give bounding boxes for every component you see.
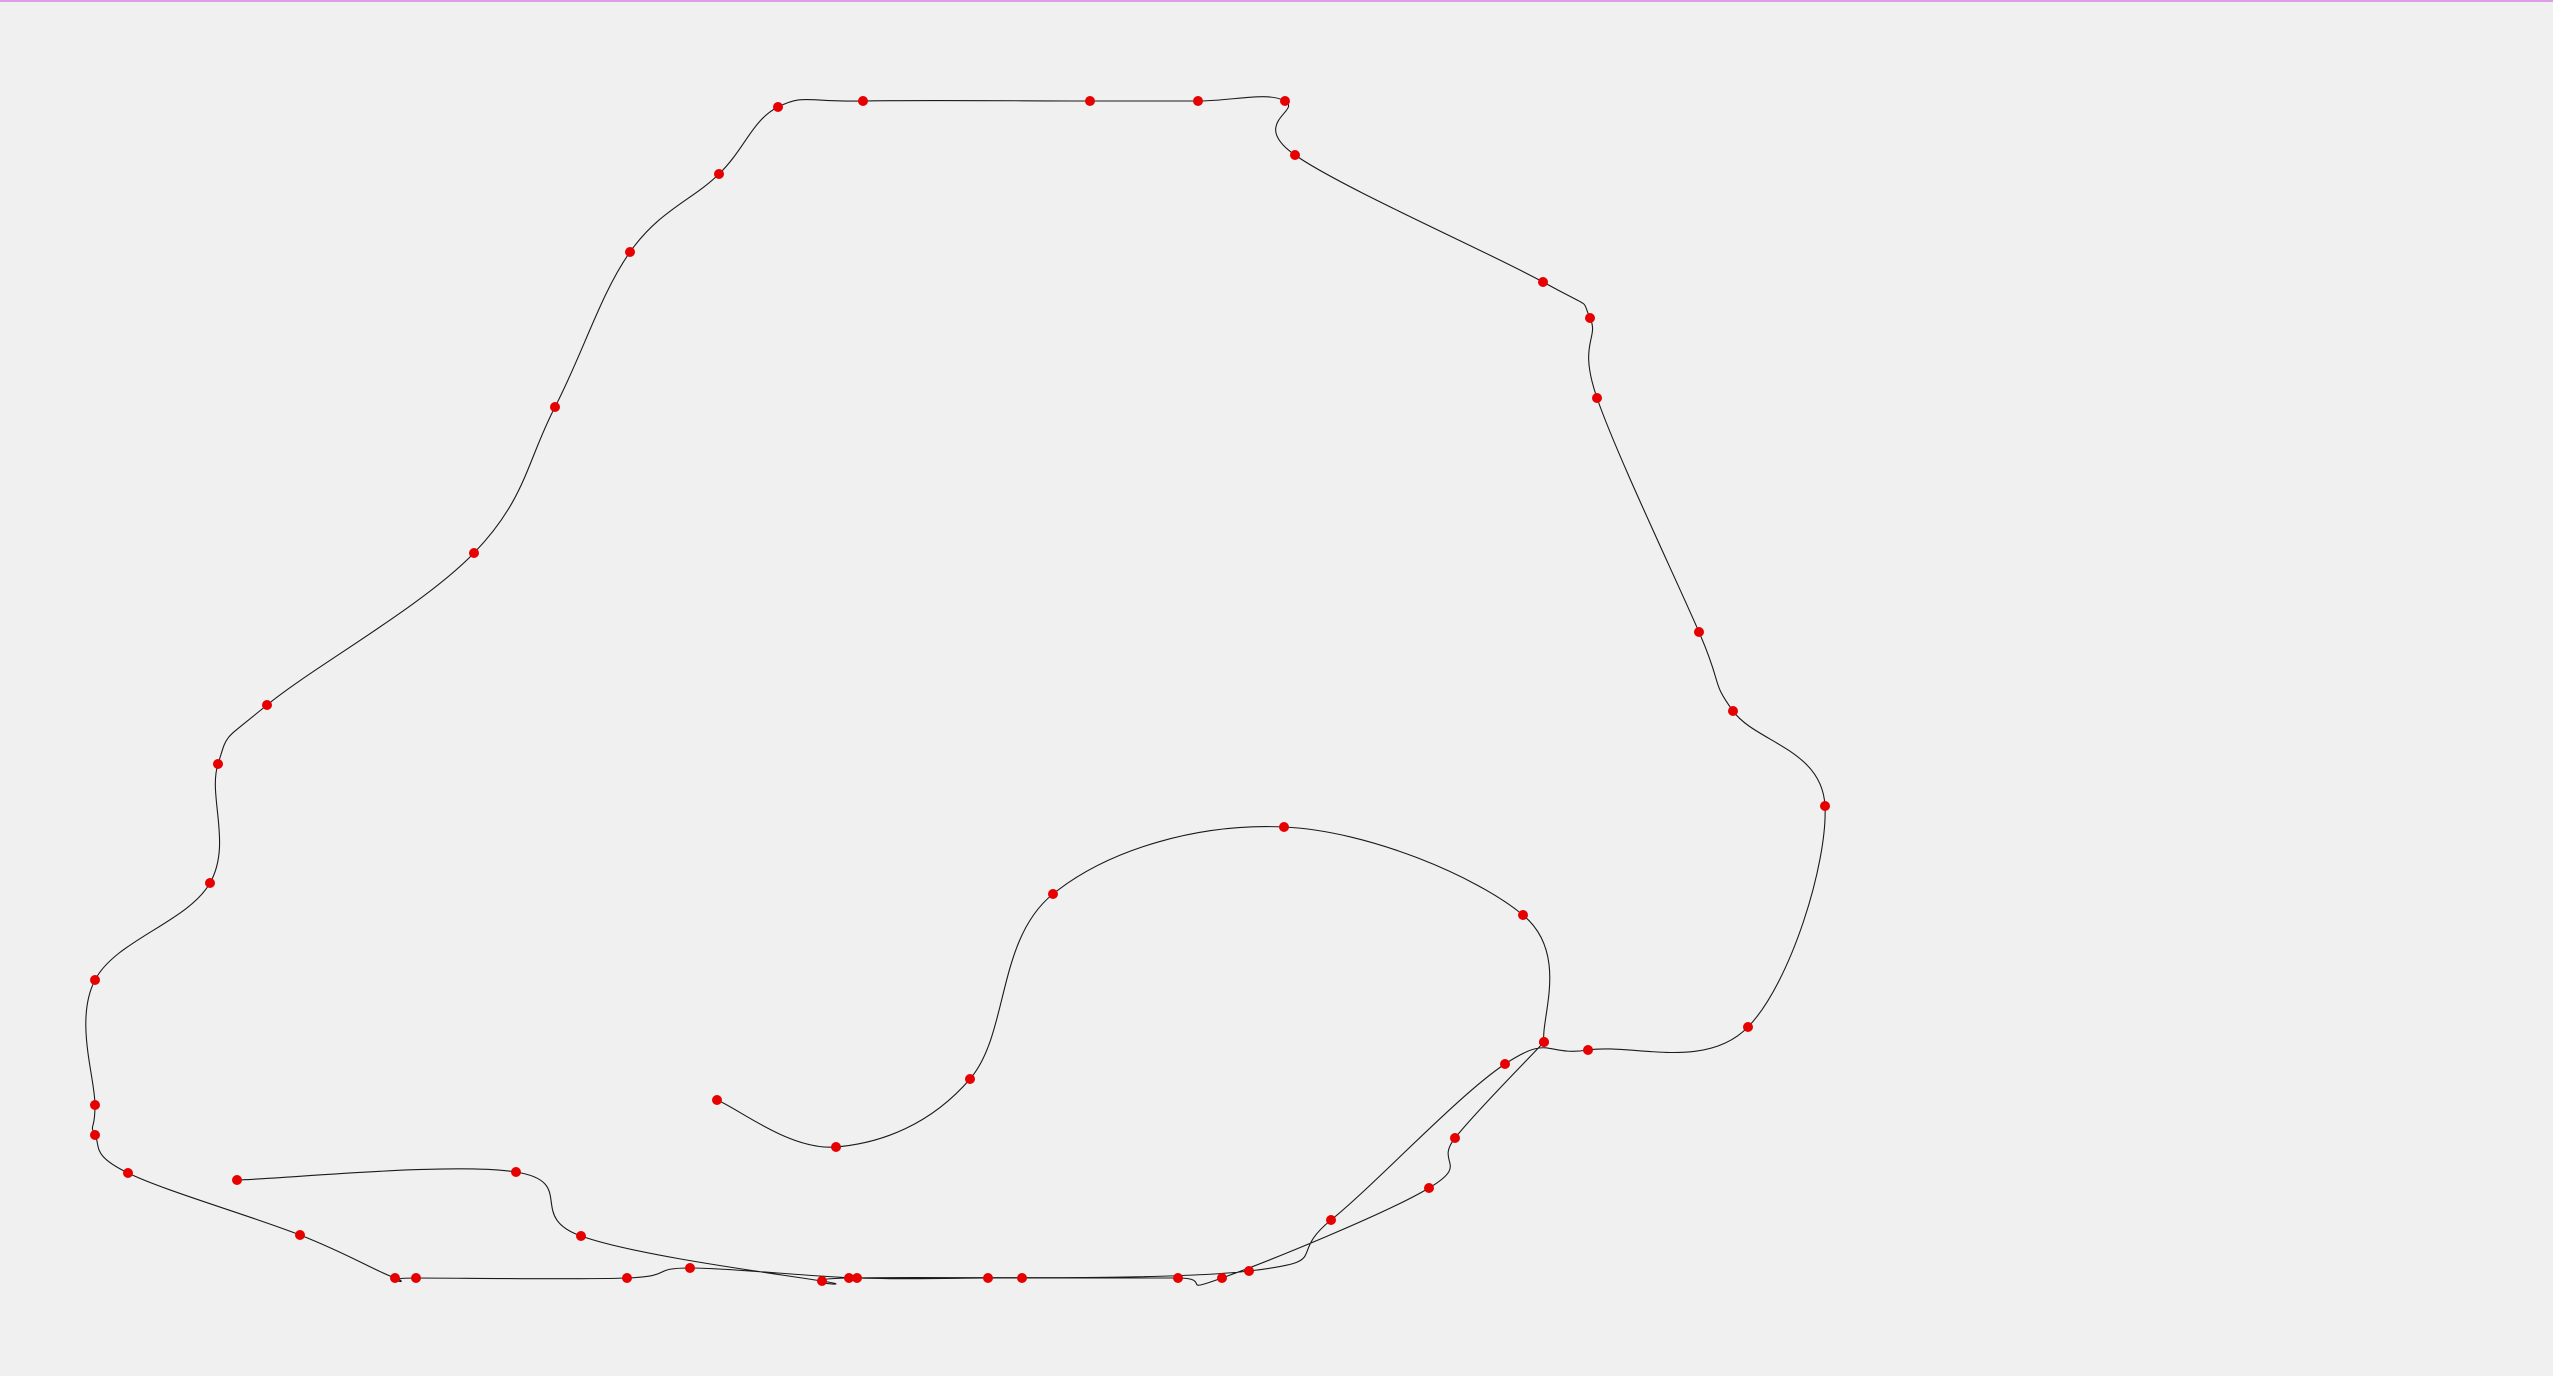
inner-spiral-curve-control-point[interactable] [831,1142,841,1152]
inner-spiral-curve[interactable] [716,826,1551,1148]
outer-loop-curve-control-point[interactable] [622,1273,632,1283]
outer-loop-curve-control-point[interactable] [685,1263,695,1273]
inner-spiral-curve-control-point[interactable] [1279,822,1289,832]
outer-loop-curve-control-point[interactable] [1085,96,1095,106]
inner-spiral-curve-control-point[interactable] [1539,1037,1549,1047]
outer-loop-curve-control-point[interactable] [90,1130,100,1140]
outer-loop-curve-control-point[interactable] [205,878,215,888]
inner-spiral-curve-control-point[interactable] [965,1074,975,1084]
outer-loop-curve-control-point[interactable] [90,1100,100,1110]
outer-loop-curve-control-point[interactable] [1585,313,1595,323]
outer-loop-curve-control-point[interactable] [1592,393,1602,403]
outer-loop-curve[interactable] [85,96,1826,1286]
curves-layer [85,96,1826,1286]
outer-loop-curve-control-point[interactable] [550,402,560,412]
outer-loop-curve-control-point[interactable] [1820,801,1830,811]
top-border [0,0,2553,2]
outer-loop-curve-control-point[interactable] [123,1168,133,1178]
outer-loop-curve-control-point[interactable] [1728,706,1738,716]
outer-loop-curve-control-point[interactable] [295,1230,305,1240]
outer-loop-curve-control-point[interactable] [983,1273,993,1283]
outer-loop-curve-control-point[interactable] [852,1273,862,1283]
outer-loop-curve-control-point[interactable] [90,975,100,985]
outer-loop-curve-control-point[interactable] [1538,277,1548,287]
inner-spiral-curve-control-point[interactable] [1048,889,1058,899]
outer-loop-curve-control-point[interactable] [1326,1215,1336,1225]
outer-loop-curve-control-point[interactable] [1193,96,1203,106]
outer-loop-curve-control-point[interactable] [1694,627,1704,637]
outer-loop-curve-control-point[interactable] [576,1231,586,1241]
outer-loop-curve-control-point[interactable] [773,102,783,112]
nodes-layer [90,96,1830,1286]
outer-loop-curve-control-point[interactable] [1583,1045,1593,1055]
outer-loop-curve-control-point[interactable] [817,1276,827,1286]
outer-loop-curve-control-point[interactable] [1450,1133,1460,1143]
inner-spiral-curve-control-point[interactable] [712,1095,722,1105]
outer-loop-curve-control-point[interactable] [1424,1183,1434,1193]
outer-loop-curve-control-point[interactable] [1290,150,1300,160]
outer-loop-curve-control-point[interactable] [232,1175,242,1185]
outer-loop-curve-control-point[interactable] [858,96,868,106]
outer-loop-curve-control-point[interactable] [714,169,724,179]
inner-spiral-curve-control-point[interactable] [1518,910,1528,920]
outer-loop-curve-control-point[interactable] [1173,1273,1183,1283]
outer-loop-curve-control-point[interactable] [1217,1273,1227,1283]
outer-loop-curve-control-point[interactable] [1280,96,1290,106]
outer-loop-curve-control-point[interactable] [844,1273,854,1283]
outer-loop-curve-control-point[interactable] [390,1273,400,1283]
outer-loop-curve-control-point[interactable] [469,548,479,558]
outer-loop-curve-control-point[interactable] [1500,1059,1510,1069]
outer-loop-curve-control-point[interactable] [213,759,223,769]
outer-loop-curve-control-point[interactable] [1017,1273,1027,1283]
outer-loop-curve-control-point[interactable] [262,700,272,710]
outer-loop-curve-control-point[interactable] [411,1273,421,1283]
outer-loop-curve-control-point[interactable] [511,1167,521,1177]
outer-loop-curve-control-point[interactable] [1743,1022,1753,1032]
outer-loop-curve-control-point[interactable] [1244,1266,1254,1276]
outer-loop-curve-control-point[interactable] [625,247,635,257]
